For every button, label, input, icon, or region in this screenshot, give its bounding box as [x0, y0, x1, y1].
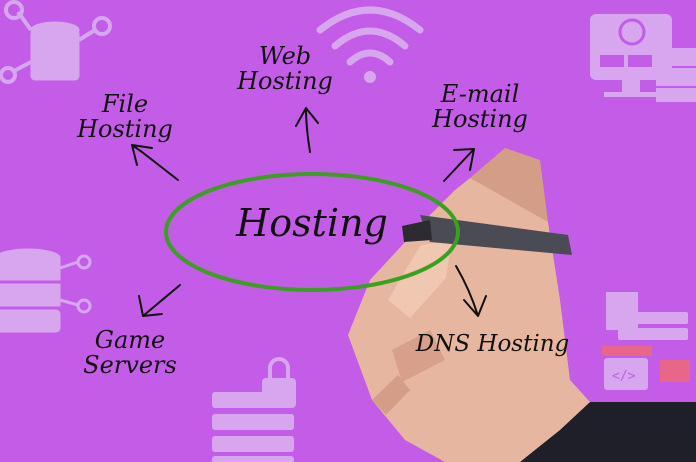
label-web-hosting: Web Hosting	[237, 42, 333, 96]
wifi-icon	[316, 6, 424, 83]
label-dns-hosting: DNS Hosting	[415, 331, 570, 357]
server-lock-icon	[212, 357, 296, 462]
arrows	[131, 107, 487, 317]
svg-text:</>: </>	[612, 369, 636, 384]
database-icon	[0, 0, 112, 84]
label-file-hosting: File Hosting	[77, 90, 173, 144]
arrow-web-hosting	[295, 107, 319, 153]
arrow-dns-hosting	[455, 265, 487, 317]
arrow-file-hosting	[131, 144, 179, 181]
arrow-game-servers	[138, 284, 181, 317]
label-email-hosting: E-mail Hosting	[432, 80, 528, 134]
label-game-servers: Game Servers	[83, 326, 177, 380]
code-server-icon: </>	[602, 292, 690, 390]
arrow-email-hosting	[443, 148, 475, 182]
hand-with-marker	[348, 148, 696, 462]
database-stack-icon	[0, 248, 92, 333]
label-hosting-center: Hosting	[236, 201, 388, 245]
center-ellipse	[164, 172, 460, 292]
server-sync-icon	[590, 14, 696, 102]
